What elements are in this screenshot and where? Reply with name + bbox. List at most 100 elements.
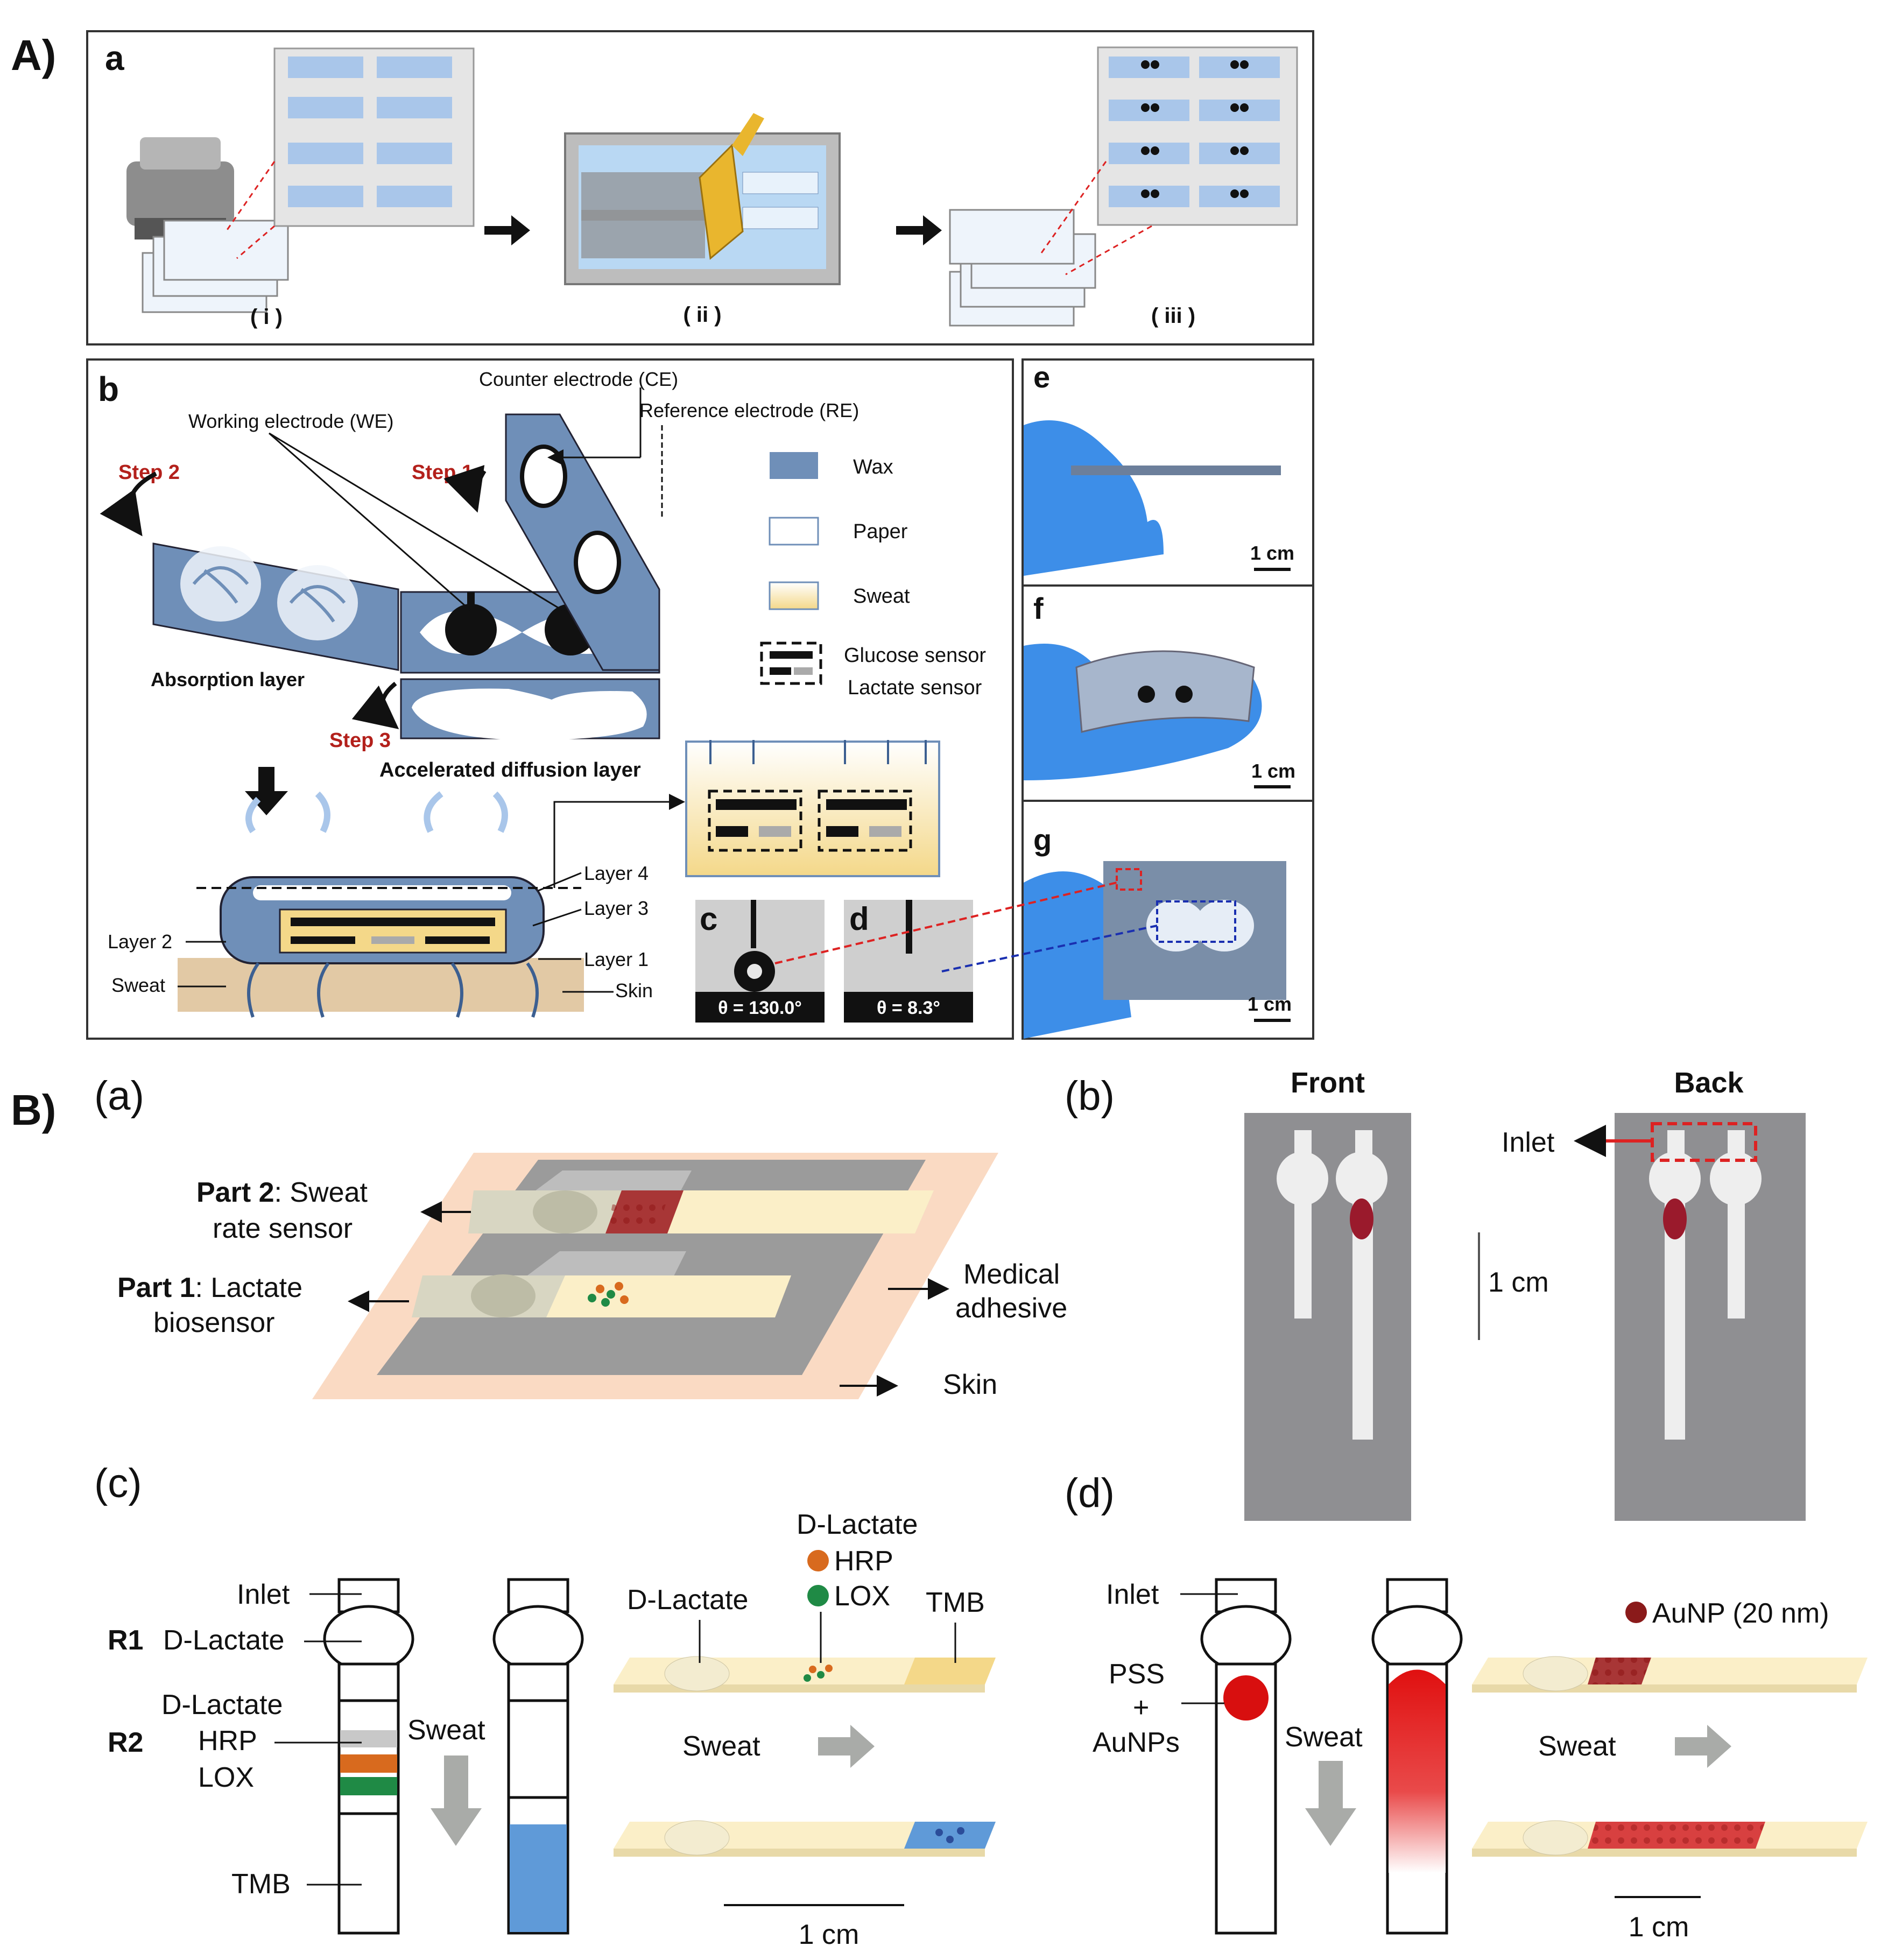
legend-wax-swatch — [770, 452, 818, 479]
photo-g-letter: g — [1033, 823, 1052, 857]
photo-e-letter: e — [1033, 360, 1050, 394]
sweat-right-arrow-icon — [1675, 1725, 1731, 1768]
arrow-icon — [896, 215, 942, 245]
adhesive-line2: adhesive — [955, 1293, 1067, 1324]
step-ii-label: ( ii ) — [683, 303, 721, 327]
legend: Wax Paper Sweat Glucose sensor Lactate s… — [760, 452, 986, 699]
front-photo — [1244, 1113, 1411, 1521]
photo-f-letter: f — [1033, 591, 1044, 625]
panel-a-letter: a — [105, 39, 124, 77]
layer3-label: Layer 3 — [584, 897, 649, 919]
tmb-right: TMB — [926, 1587, 985, 1618]
step-iii-label: ( iii ) — [1151, 304, 1195, 328]
contact-d-letter: d — [849, 901, 869, 937]
zoom-sheet-iii — [1097, 46, 1298, 226]
photo-g-scale: 1 cm — [1248, 993, 1292, 1015]
adhesive-line1: Medical — [963, 1259, 1060, 1290]
strip-3d-c-before — [614, 1656, 996, 1693]
sweat-arrow-label-c: Sweat — [682, 1731, 760, 1762]
sweat-arrow-label-d: Sweat — [1538, 1731, 1616, 1762]
diffusion-layer — [400, 678, 660, 740]
photo-f — [1021, 584, 1314, 802]
photo-g — [1021, 800, 1314, 1040]
sensor-zoom-inset — [685, 740, 940, 877]
hrp-label: HRP — [834, 1546, 893, 1577]
step2-arrow — [100, 471, 157, 537]
r2-line1: D-Lactate — [161, 1689, 283, 1721]
counter-electrode-label: Counter electrode (CE) — [479, 368, 678, 390]
assembled-device — [178, 791, 584, 1018]
part2-bold: Part 2 — [196, 1177, 274, 1208]
working-electrode-label: Working electrode (WE) — [188, 410, 393, 432]
legend-sweat-swatch — [769, 581, 819, 610]
part1-line2: biosensor — [153, 1307, 274, 1338]
r2-line2: HRP — [198, 1725, 257, 1757]
step2-label: Step 2 — [118, 461, 180, 484]
sweat-label-c: Sweat — [407, 1715, 485, 1746]
scale-c: 1 cm — [799, 1919, 860, 1950]
plus-label: + — [1133, 1692, 1149, 1723]
aunp-legend: AuNP (20 nm) — [1652, 1598, 1829, 1629]
photo-e — [1021, 358, 1314, 587]
d-lactate-left: D-Lactate — [627, 1584, 748, 1616]
scale-d: 1 cm — [1629, 1912, 1689, 1943]
sheet-stack-i — [142, 220, 289, 313]
strip-c2 — [492, 1578, 584, 1935]
zoom-sheet-i — [273, 47, 475, 227]
legend-lactate-label: Lactate sensor — [848, 676, 982, 699]
sweat-right-arrow-icon — [818, 1725, 875, 1768]
legend-sensor-swatch — [760, 641, 822, 685]
contact-angle-c-photo — [695, 900, 825, 1023]
sweat-patch-illustration — [312, 1153, 998, 1399]
panel-b-letter: b — [98, 370, 119, 408]
arrow-icon — [484, 215, 530, 245]
legend-wax-label: Wax — [853, 456, 893, 478]
skin-label: Skin — [615, 979, 653, 1002]
part1-label: Part 1: Lactate — [117, 1272, 302, 1303]
sweat-down-arrow-icon — [431, 1755, 482, 1846]
inlet-label-d: Inlet — [1106, 1579, 1159, 1610]
front-label: Front — [1291, 1067, 1365, 1099]
wax-tray-ii — [564, 113, 841, 285]
step1-arrow — [443, 465, 487, 513]
reference-electrode-label: Reference electrode (RE) — [639, 399, 859, 421]
legend-paper-swatch — [769, 517, 819, 546]
strip-3d-c-after — [614, 1820, 996, 1857]
lox-label: LOX — [834, 1581, 890, 1612]
panel-b-d-letter: (d) — [1065, 1470, 1115, 1516]
contact-c-letter: c — [700, 901, 717, 937]
step3-label: Step 3 — [329, 729, 391, 752]
section-a-label: A) — [11, 31, 56, 79]
d-lactate-top: D-Lactate — [797, 1509, 918, 1540]
lox-dot-icon — [807, 1585, 829, 1606]
legend-sweat-label: Sweat — [853, 585, 910, 608]
r2-line3: LOX — [198, 1762, 254, 1793]
strip-c1 — [323, 1578, 414, 1935]
layer4-label: Layer 4 — [584, 862, 649, 884]
photo-e-scale: 1 cm — [1250, 542, 1294, 564]
sweat-down-arrow-icon — [1305, 1761, 1356, 1846]
inlet-label-c: Inlet — [237, 1579, 290, 1610]
panel-b-c-letter: (c) — [94, 1461, 142, 1506]
part1-bold: Part 1 — [117, 1272, 195, 1303]
back-photo — [1615, 1113, 1806, 1521]
contact-angle-d-photo — [844, 900, 973, 1023]
strip-d1 — [1200, 1578, 1292, 1935]
r1-label: R1 — [108, 1625, 143, 1656]
layer1-label: Layer 1 — [584, 948, 649, 970]
diffusion-layer-label: Accelerated diffusion layer — [379, 759, 641, 781]
r1-text: D-Lactate — [163, 1625, 284, 1656]
layer2-label: Layer 2 — [108, 930, 172, 953]
contact-c-angle: θ = 130.0° — [718, 998, 802, 1018]
step3-arrow — [351, 681, 399, 730]
legend-glucose-label: Glucose sensor — [844, 644, 986, 667]
tmb-label-c: TMB — [231, 1869, 291, 1900]
part1-rest: : Lactate — [195, 1272, 302, 1303]
part2-line2: rate sensor — [213, 1213, 353, 1244]
strip-d2 — [1371, 1578, 1463, 1935]
back-label: Back — [1674, 1067, 1744, 1099]
strip-3d-d-before — [1472, 1656, 1868, 1693]
sheet-stack-iii — [949, 209, 1096, 327]
sweat-label-d: Sweat — [1285, 1722, 1363, 1753]
